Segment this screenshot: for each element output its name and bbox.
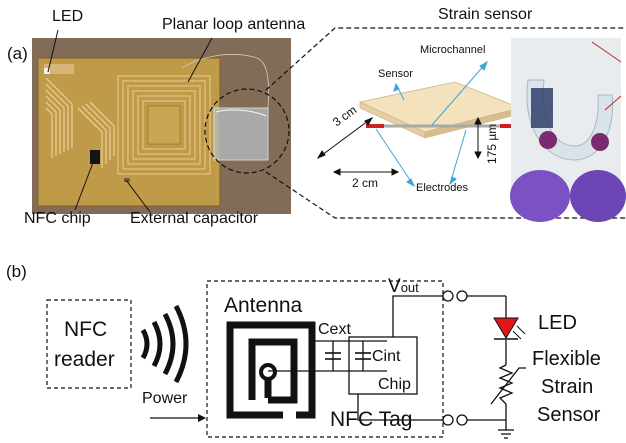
cext-label: Cext	[318, 321, 351, 338]
width-arrowhead-a	[332, 168, 341, 176]
strain-sensor-title: Strain sensor	[438, 6, 533, 23]
strain-resistor-icon	[498, 364, 514, 405]
vout-main: V	[388, 276, 401, 297]
panel-a-label: (a)	[7, 44, 28, 63]
led-photo	[44, 68, 50, 74]
antenna-coil	[117, 75, 211, 175]
nfc-board-photo	[32, 38, 291, 214]
wire-vout	[392, 295, 443, 337]
terminal-top-2	[456, 290, 468, 302]
led-emission-arrow-2	[516, 325, 526, 335]
width-label: 2 cm	[352, 176, 379, 190]
nfc-chip-photo	[90, 150, 100, 164]
electrode-drop-left	[539, 131, 557, 149]
external-capacitor-label: External capacitor	[130, 210, 259, 227]
sensor-arrowhead	[393, 82, 400, 92]
external-capacitor-photo	[124, 178, 130, 182]
nfc-reader-box	[46, 299, 132, 389]
electrodes-arrow-right	[449, 129, 467, 185]
strain-sensor-film	[213, 107, 269, 161]
terminal-bottom-1	[442, 414, 454, 426]
led-callout-line	[47, 29, 59, 73]
antenna-callout-line	[187, 37, 213, 83]
panel-b-label: (b)	[6, 262, 27, 281]
flexible-label: Flexible	[532, 348, 601, 370]
nfc-reader-line1: NFC	[64, 318, 108, 341]
sensor-label-paper	[531, 88, 553, 128]
wireless-signal-icon	[140, 304, 189, 384]
microchannel-arrow	[431, 61, 488, 126]
nfc-reader-line2: reader	[54, 348, 115, 371]
chip-callout-line	[74, 159, 95, 211]
terminal-top-1	[442, 290, 454, 302]
antenna-label: Antenna	[224, 294, 303, 317]
zoom-callout-dashes	[265, 27, 626, 91]
capacitor-callout-line	[125, 179, 151, 213]
cint-label: Cint	[372, 348, 401, 365]
sensor-sketch-label: Sensor	[378, 68, 413, 80]
length-arrowhead-a	[316, 150, 326, 160]
electrodes-arrow-left	[375, 128, 415, 187]
length-arrowhead-b	[364, 116, 374, 126]
width-arrowhead-b	[391, 168, 400, 176]
wire-ground-bottom	[357, 394, 443, 421]
variable-resistor-arrow	[490, 367, 526, 405]
vout-label: Vout	[388, 276, 419, 298]
photo-red-line-top	[591, 41, 622, 63]
electrode-drop-right	[591, 133, 609, 151]
led-pad-area	[44, 64, 74, 74]
antenna-center-terminal	[259, 363, 277, 381]
length-dimension	[317, 117, 373, 159]
chip-label: Chip	[378, 376, 411, 393]
led-diode-icon	[493, 317, 519, 339]
photo-red-line-mid	[604, 95, 622, 111]
sensor-circuit-label: Sensor	[537, 404, 601, 426]
nfc-chip-label: NFC chip	[24, 210, 91, 227]
thickness-label: 175 µm	[485, 123, 499, 164]
electrodes-arrowhead-left	[406, 178, 416, 188]
electrodes-arrowhead-right	[449, 176, 457, 186]
sensor-highlight-circle	[204, 88, 290, 174]
thickness-arrowhead-b	[474, 151, 482, 160]
terminal-bottom-2	[456, 414, 468, 426]
left-traces	[45, 77, 115, 168]
chip-box	[348, 336, 418, 395]
power-arrowhead	[198, 414, 206, 422]
glove-left	[510, 170, 570, 222]
planar-antenna-label: Planar loop antenna	[162, 16, 306, 33]
nfc-tag-label: NFC Tag	[330, 408, 413, 431]
led-circuit-label: LED	[538, 312, 577, 334]
electrodes-label: Electrodes	[416, 182, 468, 194]
thickness-arrowhead-a	[474, 116, 482, 125]
led-photo-label: LED	[52, 8, 84, 25]
glove-right	[570, 170, 626, 222]
power-label: Power	[142, 390, 188, 407]
led-emission-arrow-1	[512, 330, 522, 340]
antenna-coil-icon	[226, 321, 316, 419]
vout-sub: out	[400, 280, 419, 295]
microchannel-arrowhead	[479, 60, 488, 71]
strain-label: Strain	[541, 376, 594, 398]
microchannel-label: Microchannel	[420, 44, 486, 56]
